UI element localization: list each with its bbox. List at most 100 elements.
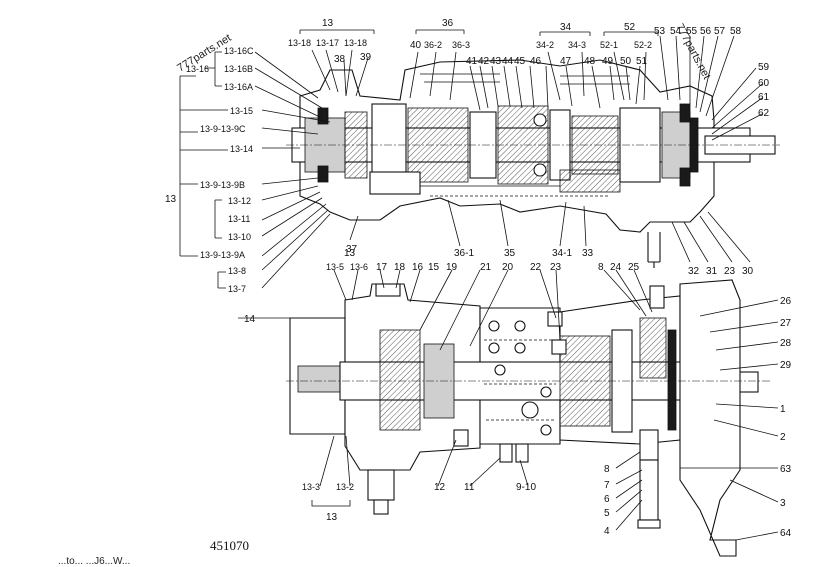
bottom-plate-bolts: [488, 320, 552, 436]
label-34-3: 34-3: [568, 40, 586, 50]
label-13-18b: 13-18: [344, 38, 367, 48]
label-56: 56: [700, 26, 712, 37]
label-53: 53: [654, 26, 666, 37]
label-30: 30: [742, 266, 754, 277]
label-8-top: 8: [598, 262, 604, 273]
label-52-2: 52-2: [634, 40, 652, 50]
top-bearings: [317, 103, 691, 187]
top-shift-fork: [647, 232, 661, 268]
label-20: 20: [502, 262, 514, 273]
label-44: 44: [502, 56, 514, 67]
label-45: 45: [514, 56, 526, 67]
label-group-34: 34: [560, 22, 572, 33]
label-33: 33: [582, 248, 594, 259]
label-31: 31: [706, 266, 718, 277]
label-63: 63: [780, 464, 792, 475]
label-36-1: 36-1: [454, 248, 474, 259]
label-46: 46: [530, 56, 542, 67]
label-9-10: 9-10: [516, 482, 536, 493]
label-55: 55: [686, 26, 698, 37]
label-13-3: 13-3: [302, 482, 320, 492]
label-1: 1: [780, 404, 786, 415]
label-51: 51: [636, 56, 648, 67]
label-13-17: 13-17: [316, 38, 339, 48]
label-8-bottom: 8: [604, 464, 610, 475]
label-29: 29: [780, 360, 792, 371]
label-13-main: 13: [165, 194, 177, 205]
label-22: 22: [530, 262, 542, 273]
label-group-13-bottom: 13: [344, 248, 356, 259]
label-6: 6: [604, 494, 610, 505]
label-47: 47: [560, 56, 572, 67]
label-38: 38: [334, 54, 346, 65]
footer-caption: ...to... ...J6...W...: [58, 556, 131, 567]
label-13-7: 13-7: [228, 284, 246, 294]
top-oil-channel: [420, 73, 630, 85]
label-39: 39: [360, 52, 372, 63]
label-16: 16: [412, 262, 424, 273]
label-64: 64: [780, 528, 792, 539]
bottom-callout-labels: 13 13-5 13-6 17 18 16 15 19 21 20 22 23 …: [244, 248, 792, 539]
label-13-6: 13-6: [350, 262, 368, 272]
label-3: 3: [780, 498, 786, 509]
label-23: 23: [550, 262, 562, 273]
label-43: 43: [490, 56, 502, 67]
label-13-9-13-9a: 13-9-13-9A: [200, 250, 245, 260]
label-36-2: 36-2: [424, 40, 442, 50]
label-2: 2: [780, 432, 786, 443]
figure-number: 451070: [210, 538, 249, 553]
label-48: 48: [584, 56, 596, 67]
label-13-16b: 13-16B: [224, 64, 253, 74]
label-17: 17: [376, 262, 388, 273]
label-7: 7: [604, 480, 610, 491]
label-13-18a: 13-18: [288, 38, 311, 48]
label-group-52: 52: [624, 22, 636, 33]
label-21: 21: [480, 262, 492, 273]
label-13-15: 13-15: [230, 106, 253, 116]
label-13-16c: 13-16C: [224, 46, 254, 56]
label-35: 35: [504, 248, 516, 259]
bottom-input-yoke: [297, 365, 347, 393]
label-15: 15: [428, 262, 440, 273]
label-25: 25: [628, 262, 640, 273]
label-32: 32: [688, 266, 700, 277]
label-5: 5: [604, 508, 610, 519]
label-19: 19: [446, 262, 458, 273]
label-61: 61: [758, 92, 770, 103]
label-36-3: 36-3: [452, 40, 470, 50]
bottom-right-cover: [679, 279, 741, 557]
label-62: 62: [758, 108, 770, 119]
label-52-1: 52-1: [600, 40, 618, 50]
label-23-right: 23: [724, 266, 736, 277]
label-13-10: 13-10: [228, 232, 251, 242]
label-13-14: 13-14: [230, 144, 253, 154]
label-4: 4: [604, 526, 610, 537]
bottom-section-view: [286, 279, 770, 557]
label-49: 49: [602, 56, 614, 67]
top-counter-shaft: [369, 169, 621, 197]
label-58: 58: [730, 26, 742, 37]
label-13-9-13-9c: 13-9-13-9C: [200, 124, 246, 134]
label-26: 26: [780, 296, 792, 307]
label-28: 28: [780, 338, 792, 349]
label-54: 54: [670, 26, 682, 37]
label-40: 40: [410, 40, 422, 51]
label-group-13: 13: [322, 18, 334, 29]
label-12: 12: [434, 482, 446, 493]
label-group-13-lower: 13: [326, 512, 338, 523]
label-13-5: 13-5: [326, 262, 344, 272]
label-27: 27: [780, 318, 792, 329]
label-50: 50: [620, 56, 632, 67]
label-13-16a: 13-16A: [224, 82, 253, 92]
bottom-drain-plugs: [367, 429, 661, 529]
label-60: 60: [758, 78, 770, 89]
label-13-16: 13-16: [186, 64, 209, 74]
label-18: 18: [394, 262, 406, 273]
label-41: 41: [466, 56, 478, 67]
label-13-8: 13-8: [228, 266, 246, 276]
label-42: 42: [478, 56, 490, 67]
label-34-1: 34-1: [552, 248, 572, 259]
bottom-hidden-lines: [484, 339, 556, 421]
label-37: 37: [346, 244, 358, 255]
leader-lines: [179, 29, 779, 541]
